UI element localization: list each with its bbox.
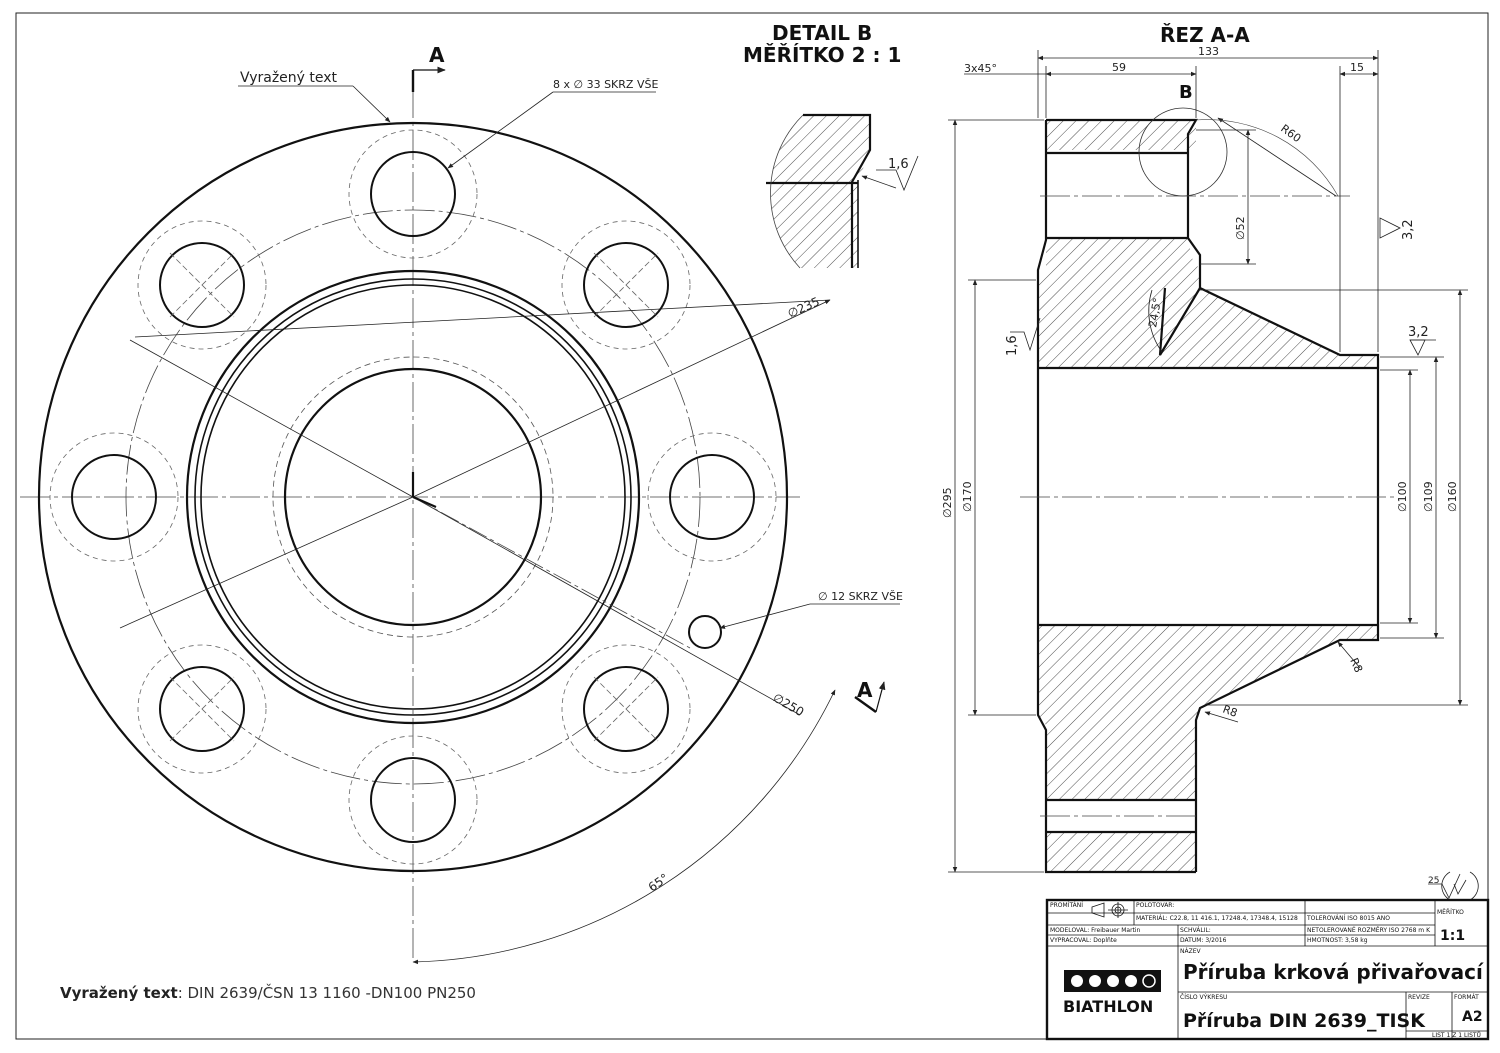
title-block: BIATHLON [1045,898,1490,1041]
dim-15: 15 [1350,61,1364,74]
rough-16: 1,6 [1005,335,1020,356]
biathlon-logo: BIATHLON [1063,970,1161,1016]
bolt-hole [71,454,157,540]
footer-note-value: : DIN 2639/ČSN 13 1160 -DN100 PN250 [178,983,476,1002]
detail-b-roughness: 1,6 [888,157,909,172]
dim-angle-65: 65° [646,871,671,895]
tb-schvalil: SCHVÁLIL: [1180,927,1211,934]
tb-hmotnost: HMOTNOST: 3,58 kg [1307,937,1368,944]
section-arrow-top [411,66,446,92]
detail-b-title: DETAIL B [772,21,872,45]
footer-note: Vyražený text: DIN 2639/ČSN 13 1160 -DN1… [60,983,476,1002]
tb-nazev-label: NÁZEV [1180,948,1201,955]
dim-d170: ∅170 [961,481,974,512]
dim-d109: ∅109 [1422,481,1435,512]
bolt-circle [125,209,701,785]
embossed-label: Vyražený text [240,70,338,86]
detail-b-view [766,113,919,269]
section-arrow-bottom [854,681,886,713]
tb-cislo: Příruba DIN 2639_TISK [1183,1010,1426,1032]
bolt-hole [669,454,755,540]
bore-circle [283,367,543,627]
dim-d295: ∅295 [941,487,954,518]
bolt-hole [159,666,245,752]
tb-netolerovane: NETOLEROVANÉ ROZMĚRY ISO 2768 m K [1307,926,1431,934]
dim-d52: ∅52 [1234,216,1247,240]
bolt-hole [159,242,245,328]
logo-text: BIATHLON [1063,997,1153,1016]
dim-250: ∅250 [771,690,807,719]
small-hole [688,615,722,649]
tb-format-label: FORMÁT [1454,994,1479,1001]
angle-arc [412,689,836,965]
detail-b-callout-circle [1138,107,1228,197]
detail-b-scale: MĚŘÍTKO 2 : 1 [743,43,901,67]
small-hole-note: ∅ 12 SKRZ VŠE [818,590,903,603]
dim-133: 133 [1198,45,1219,58]
tb-list: LIST 1 Z 1 LISTŮ [1432,1032,1481,1039]
tb-vypracoval: VYPRACOVAL: Doplňte [1050,937,1117,944]
tb-revize-label: REVIZE [1408,994,1430,1001]
dim-d100: ∅100 [1396,481,1409,512]
dim-235: ∅235 [786,294,822,320]
front-view [20,66,900,965]
tb-cislo-label: ČÍSLO VÝKRESU [1180,994,1227,1001]
detail-ref-b: B [1179,82,1193,103]
general-roughness-value: 25 [1428,876,1439,886]
footer-note-label: Vyražený text [60,984,178,1002]
holes-note: 8 x ∅ 33 SKRZ VŠE [553,78,658,91]
dim-r8a: R8 [1347,656,1365,675]
tb-datum: DATUM: 3/2016 [1180,937,1227,944]
tb-format-value: A2 [1462,1009,1483,1025]
section-mark-top: A [429,43,445,67]
dim-r8b: R8 [1221,703,1239,720]
rough-32a: 3,2 [1401,219,1416,240]
bolt-hole [370,151,456,237]
tb-meritko-label: MĚŘÍTKO [1437,908,1464,916]
tb-material: MATERIÁL: C22.8, 11 416.1, 17248.4, 1734… [1136,915,1298,922]
section-mark-bottom: A [857,678,873,702]
tb-promitani: PROMÍTÁNÍ [1050,902,1083,909]
sheet-border [15,12,1489,1040]
tb-meritko-value: 1:1 [1440,928,1465,944]
dim-r60: R60 [1278,122,1303,145]
tb-modeloval: MODELOVAL: Freibauer Martin [1050,927,1141,934]
dim-angle-245: 24,5° [1146,297,1164,329]
dim-d160: ∅160 [1446,481,1459,512]
section-view [948,50,1468,874]
rough-32b: 3,2 [1408,325,1429,340]
bore-hidden-circle [272,356,554,638]
tb-nazev: Příruba krková přivařovací [1183,960,1484,984]
tb-polotovar: POLOTOVAR: [1136,902,1174,909]
projection-symbol-icon [1091,902,1128,918]
general-roughness-symbol [1428,871,1479,901]
section-title: ŘEZ A-A [1160,23,1250,47]
tb-tolerovani: TOLEROVÁNÍ ISO 8015 ANO [1306,915,1390,922]
dim-59: 59 [1112,61,1126,74]
dim-chamfer: 3x45° [964,62,997,75]
bolt-hole [583,242,669,328]
